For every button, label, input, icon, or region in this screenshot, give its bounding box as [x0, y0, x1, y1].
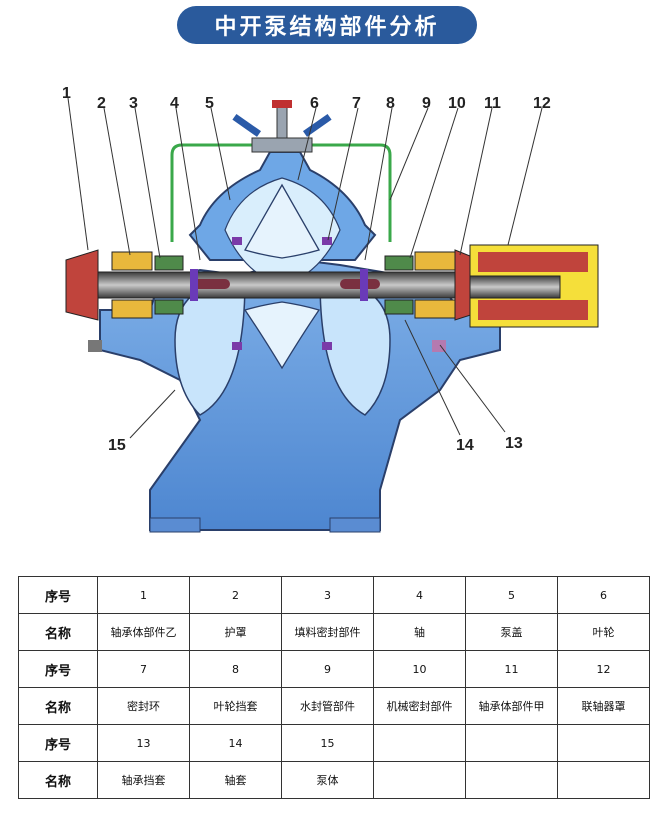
mechanical-seal — [384, 255, 414, 315]
table-cell: 5 — [465, 576, 558, 614]
number-label: 序号 — [18, 724, 98, 762]
table-cell: 9 — [281, 650, 374, 688]
callout-6: 6 — [310, 95, 319, 112]
table-cell: 1 — [97, 576, 190, 614]
table-cell: 轴套 — [189, 761, 282, 799]
packing-seal — [154, 255, 184, 315]
table-row-numbers-3: 序号 13 14 15 — [18, 724, 650, 762]
table-cell: 泵盖 — [465, 613, 558, 651]
table-row-numbers-1: 序号 1 2 3 4 5 6 — [18, 576, 650, 614]
table-cell — [465, 724, 558, 762]
table-cell: 12 — [557, 650, 650, 688]
table-cell: 轴 — [373, 613, 466, 651]
number-label: 序号 — [18, 650, 98, 688]
table-cell — [373, 724, 466, 762]
table-cell: 填料密封部件 — [281, 613, 374, 651]
callout-numbers: 1 2 3 4 5 6 7 8 9 10 11 12 13 14 15 — [62, 85, 551, 454]
coupling-guard — [469, 244, 599, 328]
table-cell: 11 — [465, 650, 558, 688]
bearing-housing-b — [65, 249, 102, 352]
callout-3: 3 — [129, 95, 138, 112]
table-cell: 叶轮 — [557, 613, 650, 651]
table-cell: 10 — [373, 650, 466, 688]
table-cell — [373, 761, 466, 799]
table-cell: 15 — [281, 724, 374, 762]
table-row-names-2: 名称 密封环 叶轮挡套 水封管部件 机械密封部件 轴承体部件甲 联轴器罩 — [18, 687, 650, 725]
guard — [111, 251, 153, 319]
callout-2: 2 — [97, 95, 106, 112]
callout-1: 1 — [62, 85, 71, 102]
impeller — [232, 183, 332, 370]
table-cell: 13 — [97, 724, 190, 762]
table-cell: 密封环 — [97, 687, 190, 725]
table-row-names-3: 名称 轴承挡套 轴套 泵体 — [18, 761, 650, 799]
callout-4: 4 — [170, 95, 179, 112]
table-cell: 4 — [373, 576, 466, 614]
page-title: 中开泵结构部件分析 — [177, 6, 477, 44]
table-cell: 6 — [557, 576, 650, 614]
table-cell: 机械密封部件 — [373, 687, 466, 725]
callout-8: 8 — [386, 95, 395, 112]
name-label: 名称 — [18, 761, 98, 799]
number-label: 序号 — [18, 576, 98, 614]
table-cell: 轴承挡套 — [97, 761, 190, 799]
callout-9: 9 — [422, 95, 431, 112]
callout-13: 13 — [505, 435, 523, 452]
callout-leader-lines — [67, 97, 543, 439]
table-cell: 14 — [189, 724, 282, 762]
callout-11: 11 — [484, 95, 501, 112]
table-cell: 7 — [97, 650, 190, 688]
table-cell: 8 — [189, 650, 282, 688]
table-cell: 叶轮挡套 — [189, 687, 282, 725]
bearing-housing-a — [414, 249, 481, 352]
table-row-names-1: 名称 轴承体部件乙 护罩 填料密封部件 轴 泵盖 叶轮 — [18, 613, 650, 651]
callout-10: 10 — [448, 95, 466, 112]
pump-body — [99, 258, 501, 533]
table-cell: 护罩 — [189, 613, 282, 651]
table-row-numbers-2: 序号 7 8 9 10 11 12 — [18, 650, 650, 688]
pump-cross-section-diagram: 1 2 3 4 5 6 7 8 9 10 11 12 13 14 15 — [62, 85, 599, 533]
name-label: 名称 — [18, 687, 98, 725]
callout-12: 12 — [533, 95, 551, 112]
callout-5: 5 — [205, 95, 214, 112]
table-cell: 泵体 — [281, 761, 374, 799]
callout-14: 14 — [456, 437, 474, 454]
table-cell: 2 — [189, 576, 282, 614]
callout-7: 7 — [352, 95, 361, 112]
callout-15: 15 — [108, 437, 126, 454]
table-cell: 联轴器罩 — [557, 687, 650, 725]
parts-legend-table: 序号 1 2 3 4 5 6 名称 轴承体部件乙 护罩 填料密封部件 轴 泵盖 … — [18, 576, 650, 799]
table-cell — [557, 761, 650, 799]
table-cell: 水封管部件 — [281, 687, 374, 725]
table-cell: 轴承体部件甲 — [465, 687, 558, 725]
table-cell: 3 — [281, 576, 374, 614]
table-cell: 轴承体部件乙 — [97, 613, 190, 651]
name-label: 名称 — [18, 613, 98, 651]
table-cell — [465, 761, 558, 799]
table-cell — [557, 724, 650, 762]
